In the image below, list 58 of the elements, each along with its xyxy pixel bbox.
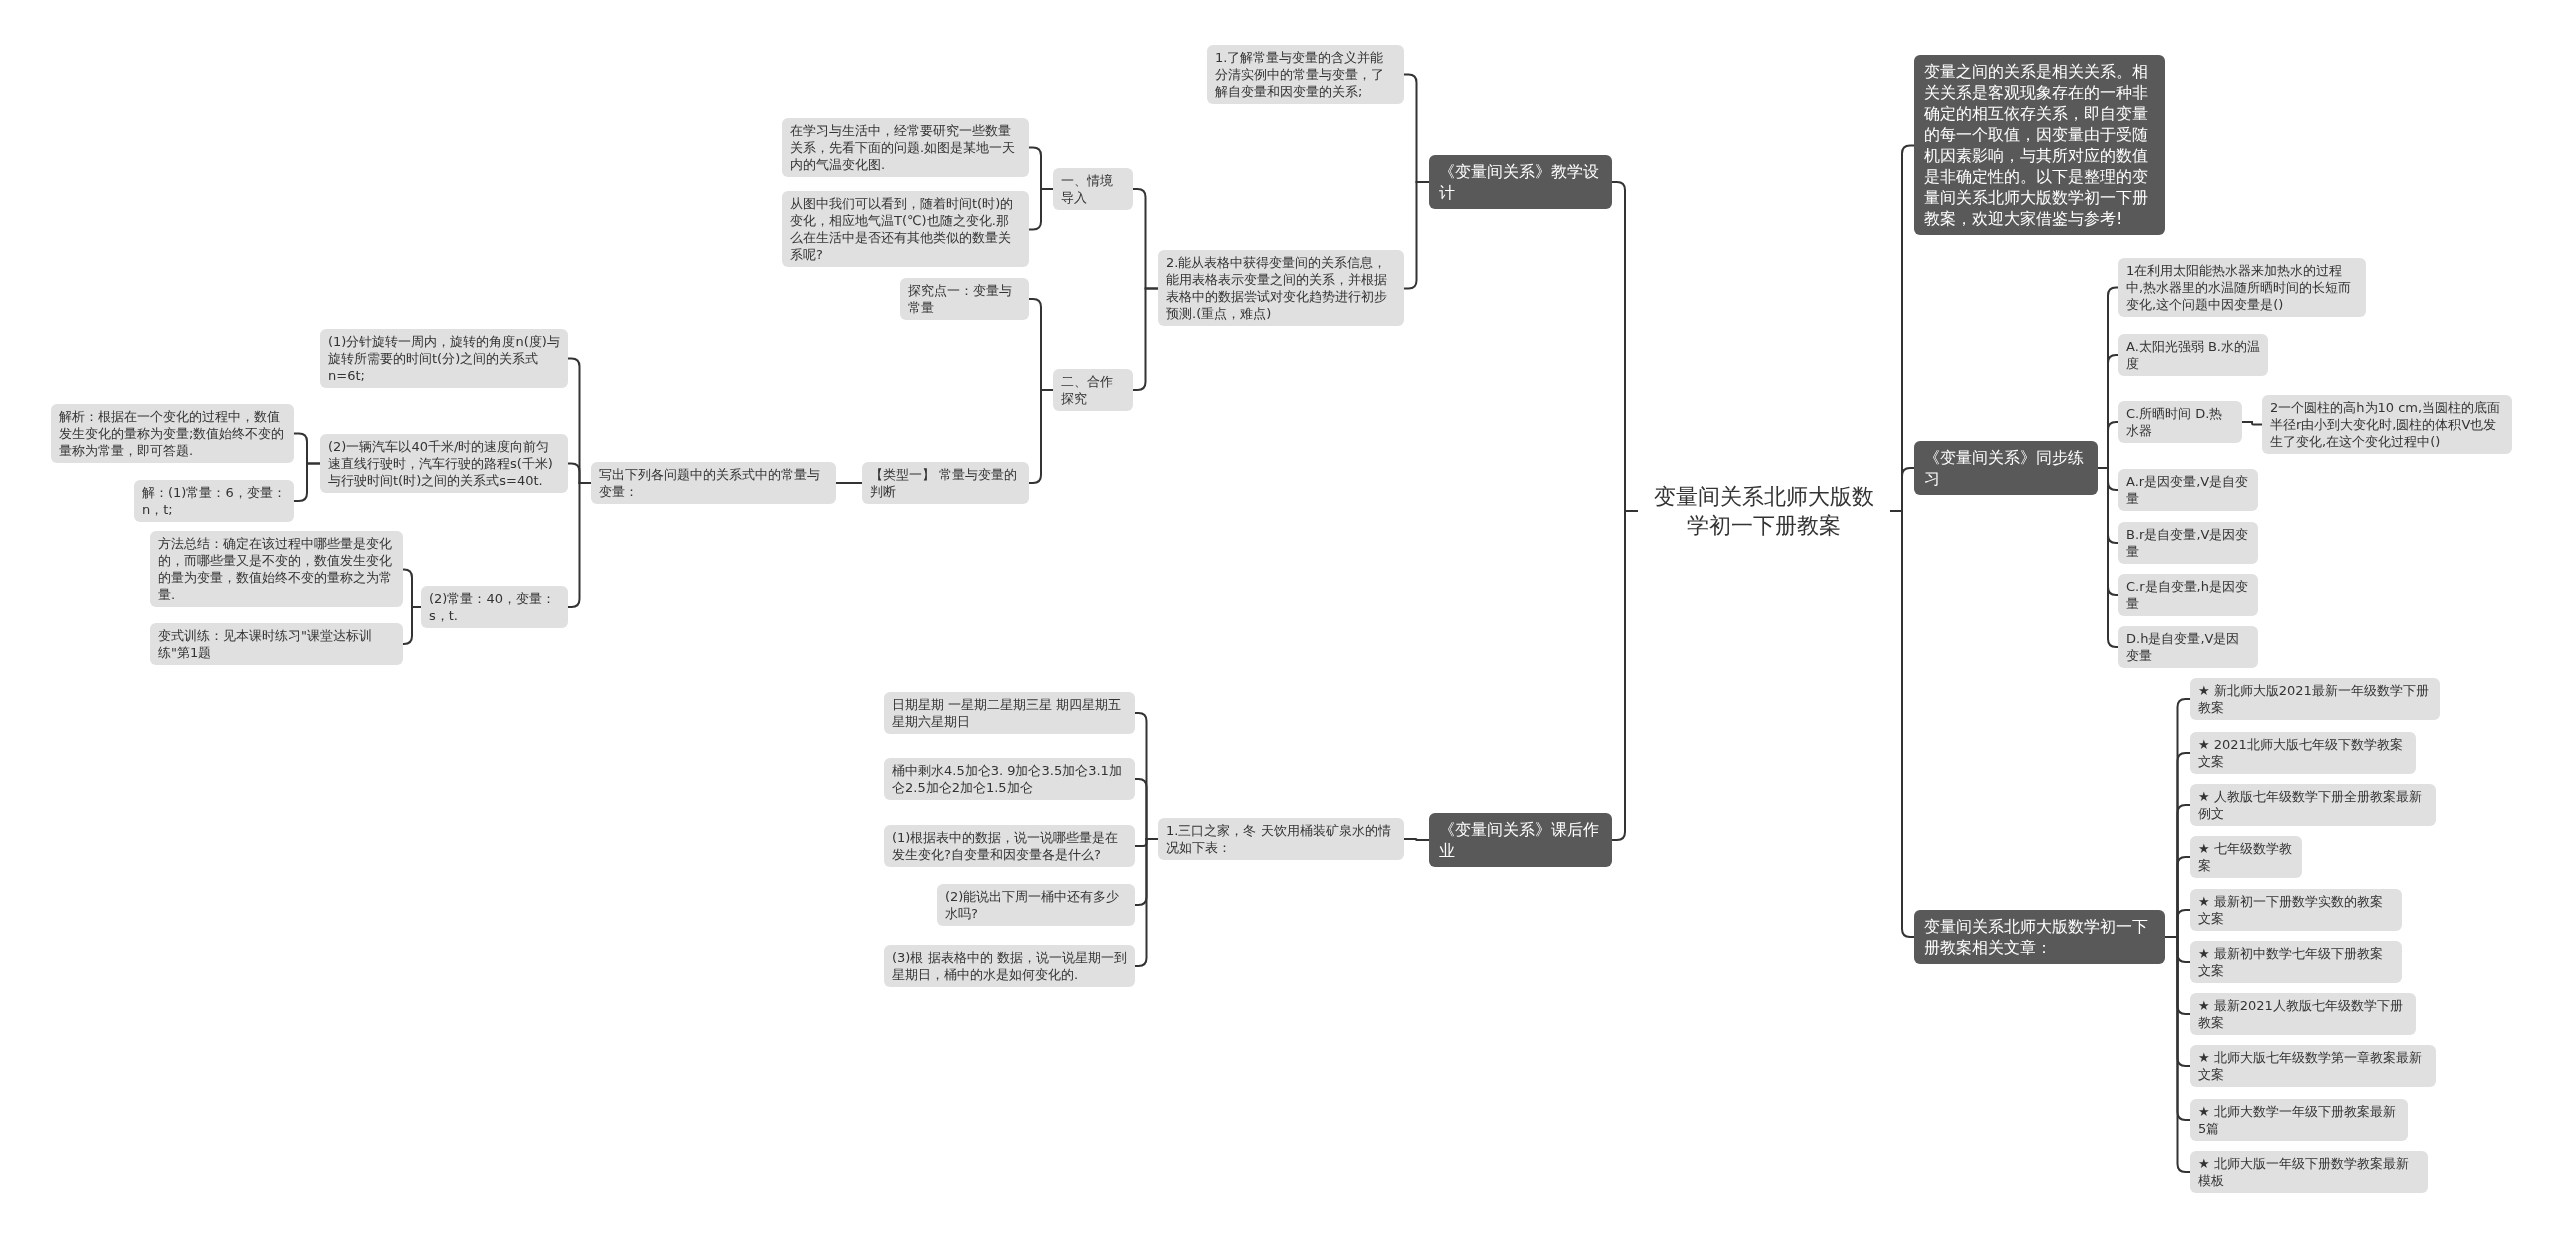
topic-box: 从图中我们可以看到，随着时间t(时)的变化，相应地气温T(℃)也随之变化.那么在生活中是否还有其他类似的数量关系呢? xyxy=(782,190,1029,268)
branch-box: 变量间关系北师大版数学初一下册教案相关文章： xyxy=(1914,910,2165,965)
topic-box: ★ 最新2021人教版七年级数学下册教案 xyxy=(2190,993,2416,1036)
branch-box: 变量之间的关系是相关关系。相关关系是客观现象存在的一种非确定的相互依存关系，即自变量的每一个取值，因变量由于受随机因素影响，与其所对应的数值是非确定性的。以下是整理的变量间关系北师大版数学初一下册教案，欢迎大家借鉴与参考! xyxy=(1914,54,2165,236)
topic-box: ★ 最新初中数学七年级下册教案文案 xyxy=(2190,941,2402,984)
connector-line xyxy=(1403,838,1430,841)
topic-box: 1在利用太阳能热水器来加热水的过程中,热水器里的水温随所晒时间的长短而变化,这个问题中因变量是() xyxy=(2118,257,2366,317)
topic-box: 变式训练：见本课时练习"课堂达标训练"第1题 xyxy=(150,623,403,666)
topic-box: ★ 北师大版一年级下册数学教案最新模板 xyxy=(2190,1151,2428,1194)
topic-box: 方法总结：确定在该过程中哪些量是变化的，而哪些量又是不变的，数值发生变化的量为变量，数值始终不变的量称之为常量. xyxy=(150,530,403,608)
topic-box: (1)根据表中的数据，说一说哪些量是在发生变化?自变量和因变量各是什么? xyxy=(884,825,1135,868)
topic-box: 解：(1)常量：6，变量：n，t; xyxy=(134,480,294,523)
connector-line xyxy=(1889,510,1915,938)
topic-box: 桶中剩水4.5加仑3. 9加仑3.5加仑3.1加仑2.5加仑2加仑1.5加仑 xyxy=(884,758,1135,801)
topic-box: ★ 北师大数学一年级下册教案最新5篇 xyxy=(2190,1099,2408,1142)
branch-box: 《变量间关系》教学设计 xyxy=(1429,155,1612,210)
topic-box: (2)能说出下周一桶中还有多少水吗? xyxy=(937,884,1135,927)
topic-box: ★ 人教版七年级数学下册全册教案最新例文 xyxy=(2190,784,2436,827)
connector-line xyxy=(1134,838,1159,967)
connector-line xyxy=(1028,188,1054,231)
topic-box: 2一个圆柱的高h为10 cm,当圆柱的底面半径r由小到大变化时,圆柱的体积V也发生了变化,在这个变化过程中() xyxy=(2262,394,2512,454)
topic-box: 一、情境导入 xyxy=(1053,168,1133,211)
topic-box: 2.能从表格中获得变量间的关系信息，能用表格表示变量之间的关系，并根据表格中的数据尝试对变化趋势进行初步预测.(重点，难点) xyxy=(1158,249,1404,327)
connector-line xyxy=(835,482,863,484)
topic-box: ★ 七年级数学教案 xyxy=(2190,836,2302,879)
topic-box: 二、合作探究 xyxy=(1053,369,1133,412)
connector-line xyxy=(567,482,592,608)
topic-box: 解析：根据在一个变化的过程中，数值发生变化的量称为变量;数值始终不变的量称为常量，即可答题. xyxy=(51,403,294,463)
topic-box: 写出下列各问题中的关系式中的常量与变量： xyxy=(591,462,836,505)
topic-box: ★ 新北师大版2021最新一年级数学下册教案 xyxy=(2190,678,2440,721)
topic-box: (2)一辆汽车以40千米/时的速度向前匀速直线行驶时，汽车行驶的路程s(千米)与行驶时间t(时)之间的关系式s=40t. xyxy=(320,433,568,493)
topic-box: D.h是自变量,V是因变量 xyxy=(2118,626,2258,669)
topic-box: C.所晒时间 D.热水器 xyxy=(2118,401,2242,444)
topic-box: A.r是因变量,V是自变量 xyxy=(2118,469,2258,512)
topic-box: ★ 最新初一下册数学实数的教案文案 xyxy=(2190,889,2402,932)
topic-box: 【类型一】 常量与变量的判断 xyxy=(862,462,1029,505)
topic-box: 1.三口之家，冬 天饮用桶装矿泉水的情况如下表： xyxy=(1158,818,1404,861)
topic-box: C.r是自变量,h是因变量 xyxy=(2118,574,2258,617)
topic-box: 探究点一：变量与常量 xyxy=(900,278,1029,321)
branch-box: 《变量间关系》课后作业 xyxy=(1429,813,1612,868)
connector-line xyxy=(2097,467,2119,648)
topic-box: 日期星期 一星期二星期三星 期四星期五星期六星期日 xyxy=(884,692,1135,735)
connector-line xyxy=(2164,936,2191,1173)
topic-box: 1.了解常量与变量的含义并能分清实例中的常量与变量，了解自变量和因变量的关系; xyxy=(1207,44,1404,104)
connector-line xyxy=(2241,421,2263,426)
topic-box: ★ 2021北师大版七年级下数学教案文案 xyxy=(2190,732,2416,775)
topic-box: (1)分针旋转一周内，旋转的角度n(度)与旋转所需要的时间t(分)之间的关系式n=6t; xyxy=(320,328,568,388)
topic-box: (3)根 据表格中的 数据，说一说星期一到星期日，桶中的水是如何变化的. xyxy=(884,945,1135,988)
topic-box: A.太阳光强弱 B.水的温度 xyxy=(2118,334,2268,377)
topic-box: 在学习与生活中，经常要研究一些数量关系，先看下面的问题.如图是某地一天内的气温变化图. xyxy=(782,117,1029,177)
connector-line xyxy=(402,606,422,645)
branch-box: 《变量间关系》同步练习 xyxy=(1914,441,2098,496)
topic-box: (2)常量：40，变量：s，t. xyxy=(421,586,568,629)
topic-box: ★ 北师大版七年级数学第一章教案最新文案 xyxy=(2190,1045,2436,1088)
root-topic: 变量间关系北师大版数学初一下册教案 xyxy=(1638,478,1890,545)
connector-line xyxy=(1028,389,1054,484)
topic-box: B.r是自变量,V是因变量 xyxy=(2118,522,2258,565)
connector-line xyxy=(293,462,321,502)
